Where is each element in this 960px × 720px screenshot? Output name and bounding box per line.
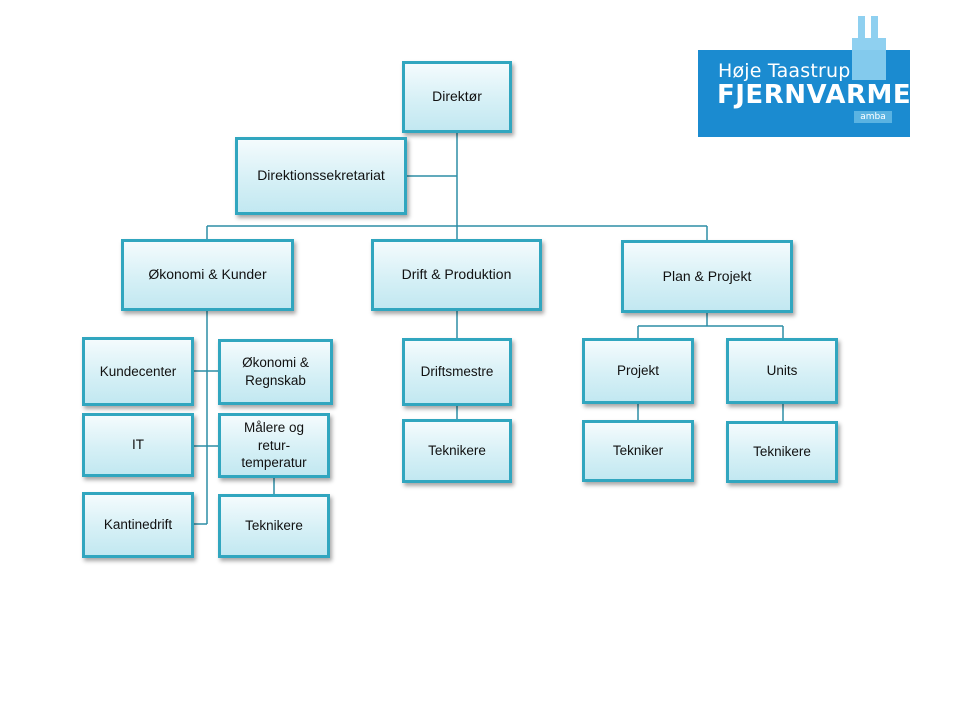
node-economy: Økonomi & Kunder — [121, 239, 294, 311]
node-operations: Drift & Produktion — [371, 239, 542, 311]
logo-line2: FJERNVARME — [717, 80, 912, 110]
node-meters: Målere og retur-temperatur — [218, 413, 330, 478]
node-director: Direktør — [402, 61, 512, 133]
node-project: Projekt — [582, 338, 694, 404]
node-canteen: Kantinedrift — [82, 492, 194, 558]
node-planning: Plan & Projekt — [621, 240, 793, 313]
chimney-left — [858, 16, 865, 56]
logo-tag: amba — [854, 111, 892, 123]
node-operations-technicians: Teknikere — [402, 419, 512, 483]
logo-line1: Høje Taastrup — [718, 60, 851, 82]
node-supervisors: Driftsmestre — [402, 338, 512, 406]
node-project-technician: Tekniker — [582, 420, 694, 482]
node-meters-technicians: Teknikere — [218, 494, 330, 558]
chimney-right — [871, 16, 878, 56]
node-secretariat: Direktionssekretariat — [235, 137, 407, 215]
node-customer-center: Kundecenter — [82, 337, 194, 406]
node-it: IT — [82, 413, 194, 477]
node-units: Units — [726, 338, 838, 404]
node-units-technicians: Teknikere — [726, 421, 838, 483]
node-accounting: Økonomi & Regnskab — [218, 339, 333, 405]
chimney-overlay — [852, 50, 886, 80]
company-logo: Høje Taastrup FJERNVARME amba — [698, 14, 912, 137]
